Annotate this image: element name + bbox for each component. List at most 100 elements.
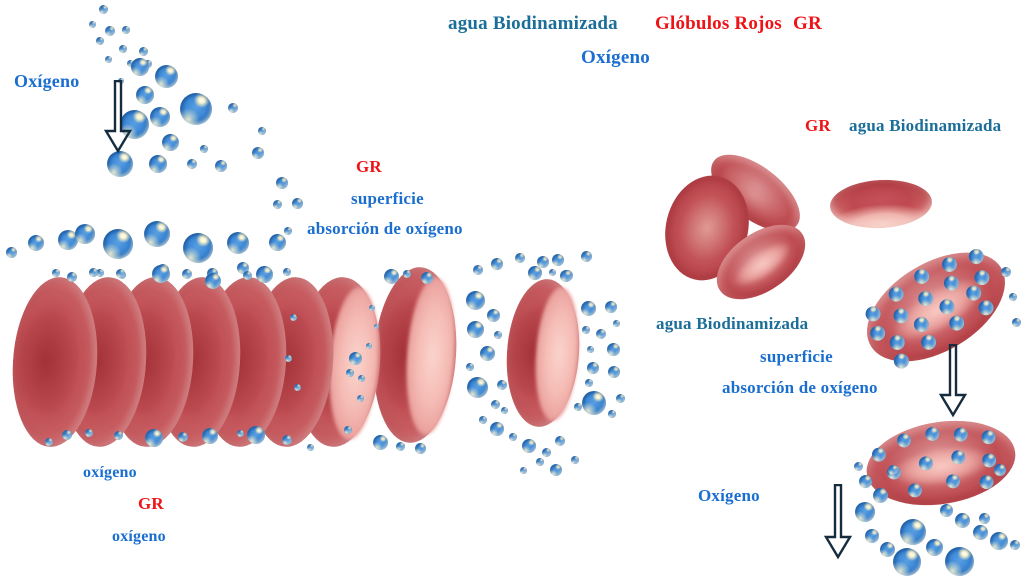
label-oxigeno-bottomleft-1: oxígeno xyxy=(83,464,137,481)
oxygen-bubble xyxy=(289,313,297,321)
oxygen-bubble xyxy=(115,268,125,278)
oxygen-bubble xyxy=(276,177,288,189)
label-agua-biodinamizada-right: agua Biodinamizada xyxy=(849,116,1002,135)
oxygen-bubble xyxy=(306,443,314,451)
oxygen-bubble xyxy=(888,465,898,475)
oxygen-bubble-on-cell xyxy=(890,350,912,372)
oxygen-bubble xyxy=(58,230,78,250)
oxygen-bubble xyxy=(403,270,411,278)
label-globulos-rojos: Glóbulos Rojos xyxy=(655,13,782,34)
label-absorcion-right: absorción de oxígeno xyxy=(722,378,878,397)
oxygen-bubble xyxy=(586,345,594,353)
oxygen-bubble xyxy=(357,374,365,382)
oxygen-bubble-on-cell xyxy=(918,331,940,353)
label-agua-biodinamizada-top: agua Biodinamizada xyxy=(448,13,618,34)
oxygen-bubble xyxy=(52,269,60,277)
oxygen-bubble xyxy=(853,461,863,471)
oxygen-bubble xyxy=(395,441,405,451)
oxygen-bubble xyxy=(152,265,170,283)
oxygen-bubble xyxy=(466,320,484,338)
label-superficie-mid: superficie xyxy=(351,189,424,208)
oxygen-bubble xyxy=(414,442,426,454)
oxygen-bubble xyxy=(344,426,352,434)
oxygen-bubble-on-cell xyxy=(941,272,963,294)
label-gr-mid: GR xyxy=(356,157,382,176)
oxygen-bubble xyxy=(75,224,95,244)
oxygen-bubble xyxy=(126,59,134,67)
oxygen-bubble xyxy=(366,343,372,349)
oxygen-bubble xyxy=(585,379,593,387)
oxygen-bubble xyxy=(490,422,504,436)
oxygen-bubble xyxy=(466,376,488,398)
oxygen-bubble xyxy=(479,345,495,361)
label-gr-right: GR xyxy=(805,116,831,135)
label-absorcion-mid: absorción de oxígeno xyxy=(307,219,463,238)
oxygen-bubble xyxy=(272,199,282,209)
oxygen-bubble xyxy=(96,269,104,277)
oxygen-bubble xyxy=(522,439,536,453)
oxygen-bubble xyxy=(582,326,590,334)
oxygen-bubble xyxy=(284,354,292,362)
oxygen-bubble xyxy=(119,109,149,139)
oxygen-bubble xyxy=(119,45,127,53)
oxygen-bubble xyxy=(536,458,544,466)
oxygen-bubble xyxy=(180,93,212,125)
oxygen-bubble xyxy=(473,265,483,275)
oxygen-bubble xyxy=(490,399,500,409)
oxygen-bubble xyxy=(356,394,364,402)
oxygen-bubble xyxy=(113,430,123,440)
oxygen-bubble-on-cell xyxy=(906,482,923,499)
oxygen-bubble xyxy=(122,26,130,34)
oxygen-bubble xyxy=(67,272,77,282)
oxygen-bubble-on-cell xyxy=(911,266,932,288)
oxygen-bubble-on-cell xyxy=(936,296,957,318)
oxygen-bubble xyxy=(104,55,112,63)
oxygen-bubble xyxy=(580,250,592,262)
oxygen-bubble xyxy=(145,429,163,447)
oxygen-bubble xyxy=(255,265,273,283)
oxygen-bubble xyxy=(900,519,926,545)
oxygen-bubble xyxy=(96,37,104,45)
oxygen-bubble xyxy=(283,268,291,276)
oxygen-bubble xyxy=(247,426,265,444)
oxygen-bubble-on-cell xyxy=(923,425,940,442)
oxygen-bubble xyxy=(252,147,264,159)
oxygen-bubble xyxy=(5,246,17,258)
oxygen-bubble-on-cell xyxy=(885,283,907,305)
oxygen-bubble xyxy=(541,447,551,457)
oxygen-bubble xyxy=(865,529,879,543)
oxygen-bubble xyxy=(138,46,148,56)
oxygen-bubble xyxy=(972,524,988,540)
oxygen-bubble xyxy=(944,546,974,576)
oxygen-bubble xyxy=(291,197,303,209)
oxygen-bubble xyxy=(107,151,133,177)
oxygen-bubble xyxy=(98,4,108,14)
oxygen-bubble-on-cell xyxy=(911,313,932,335)
oxygen-bubble xyxy=(1001,267,1011,277)
oxygen-bubble-on-cell xyxy=(950,448,967,465)
oxygen-bubble xyxy=(258,127,266,135)
oxygen-bubble xyxy=(515,253,525,263)
oxygen-bubble-on-cell xyxy=(966,245,987,267)
red-blood-cell-flat xyxy=(828,177,934,231)
oxygen-bubble-on-cell xyxy=(867,323,888,345)
oxygen-bubble xyxy=(227,232,249,254)
down-arrow-icon xyxy=(938,344,968,418)
oxygen-bubble-on-cell xyxy=(886,332,908,353)
oxygen-bubble xyxy=(580,300,596,316)
oxygen-bubble-on-cell xyxy=(946,313,967,334)
oxygen-bubble xyxy=(608,410,616,418)
oxygen-bubble xyxy=(494,331,502,339)
oxygen-bubble xyxy=(215,160,227,172)
oxygen-bubble xyxy=(182,269,192,279)
oxygen-bubble xyxy=(939,503,953,517)
oxygen-bubble xyxy=(205,273,221,289)
oxygen-bubble xyxy=(228,103,238,113)
oxygen-bubble xyxy=(85,429,93,437)
label-agua-biodinamizada-right2: agua Biodinamizada xyxy=(656,314,809,333)
oxygen-bubble xyxy=(978,512,990,524)
oxygen-bubble xyxy=(45,438,53,446)
label-oxigeno-left: Oxígeno xyxy=(14,71,80,91)
oxygen-bubble-on-cell xyxy=(896,432,913,449)
